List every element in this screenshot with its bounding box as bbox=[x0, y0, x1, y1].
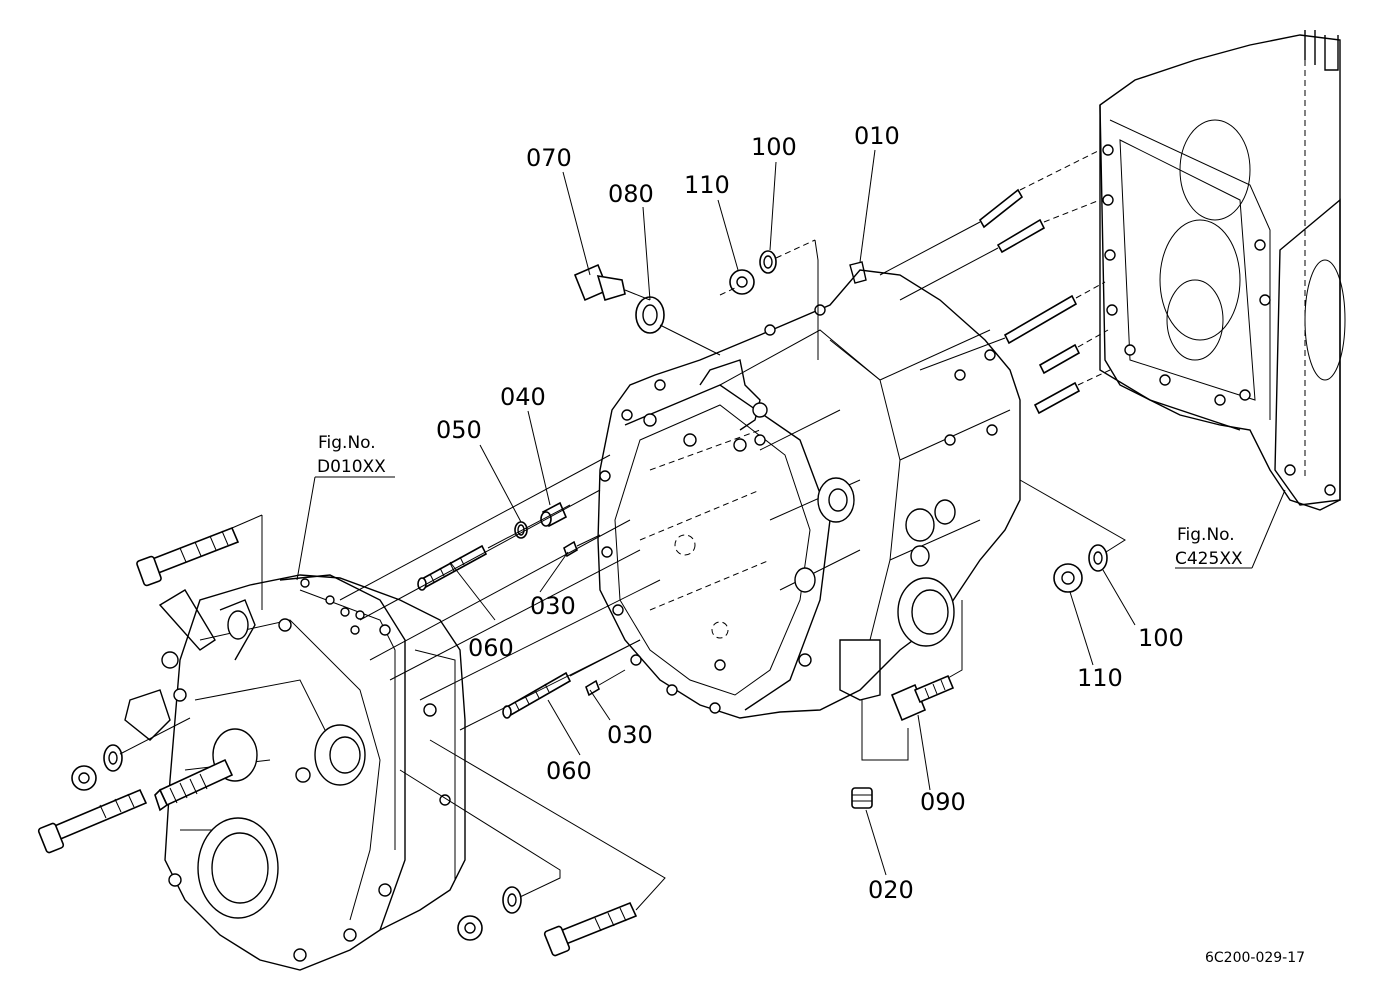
callout-labels: 070 080 110 100 010 040 050 030 060 030 … bbox=[436, 122, 1184, 904]
callout-020: 020 bbox=[868, 876, 914, 904]
fig-ref-left-title: Fig.No. bbox=[318, 433, 376, 453]
callout-060-lower: 060 bbox=[546, 757, 592, 785]
leader-lines bbox=[296, 149, 1286, 876]
top-plug-parts bbox=[573, 239, 819, 360]
callout-100-top: 100 bbox=[751, 133, 797, 161]
callout-040: 040 bbox=[500, 383, 546, 411]
studs-and-pins bbox=[339, 454, 661, 731]
callout-110-right: 110 bbox=[1077, 664, 1123, 692]
callout-050: 050 bbox=[436, 416, 482, 444]
transmission-case-010 bbox=[597, 261, 1021, 719]
fig-ref-left-code: D010XX bbox=[317, 457, 386, 477]
left-fasteners bbox=[37, 514, 666, 957]
callout-070: 070 bbox=[526, 144, 572, 172]
figure-reference-left: Fig.No. D010XX bbox=[317, 433, 386, 477]
callout-060-upper: 060 bbox=[468, 634, 514, 662]
callout-030-upper: 030 bbox=[530, 592, 576, 620]
callout-100-right: 100 bbox=[1138, 624, 1184, 652]
drawing-code: 6C200-029-17 bbox=[1205, 950, 1305, 966]
callout-080: 080 bbox=[608, 180, 654, 208]
callout-010: 010 bbox=[854, 122, 900, 150]
front-housing-d010xx bbox=[124, 574, 466, 971]
rear-housing-c425xx bbox=[1099, 30, 1346, 511]
right-nut-washer bbox=[1019, 479, 1126, 593]
callout-110-top: 110 bbox=[684, 171, 730, 199]
callout-090: 090 bbox=[920, 788, 966, 816]
figure-reference-right: Fig.No. C425XX bbox=[1175, 525, 1243, 569]
studs-right bbox=[879, 149, 1111, 415]
bottom-bolt-plug bbox=[851, 600, 963, 809]
fig-ref-right-code: C425XX bbox=[1175, 549, 1243, 569]
callout-030-lower: 030 bbox=[607, 721, 653, 749]
fig-ref-right-title: Fig.No. bbox=[1177, 525, 1235, 545]
